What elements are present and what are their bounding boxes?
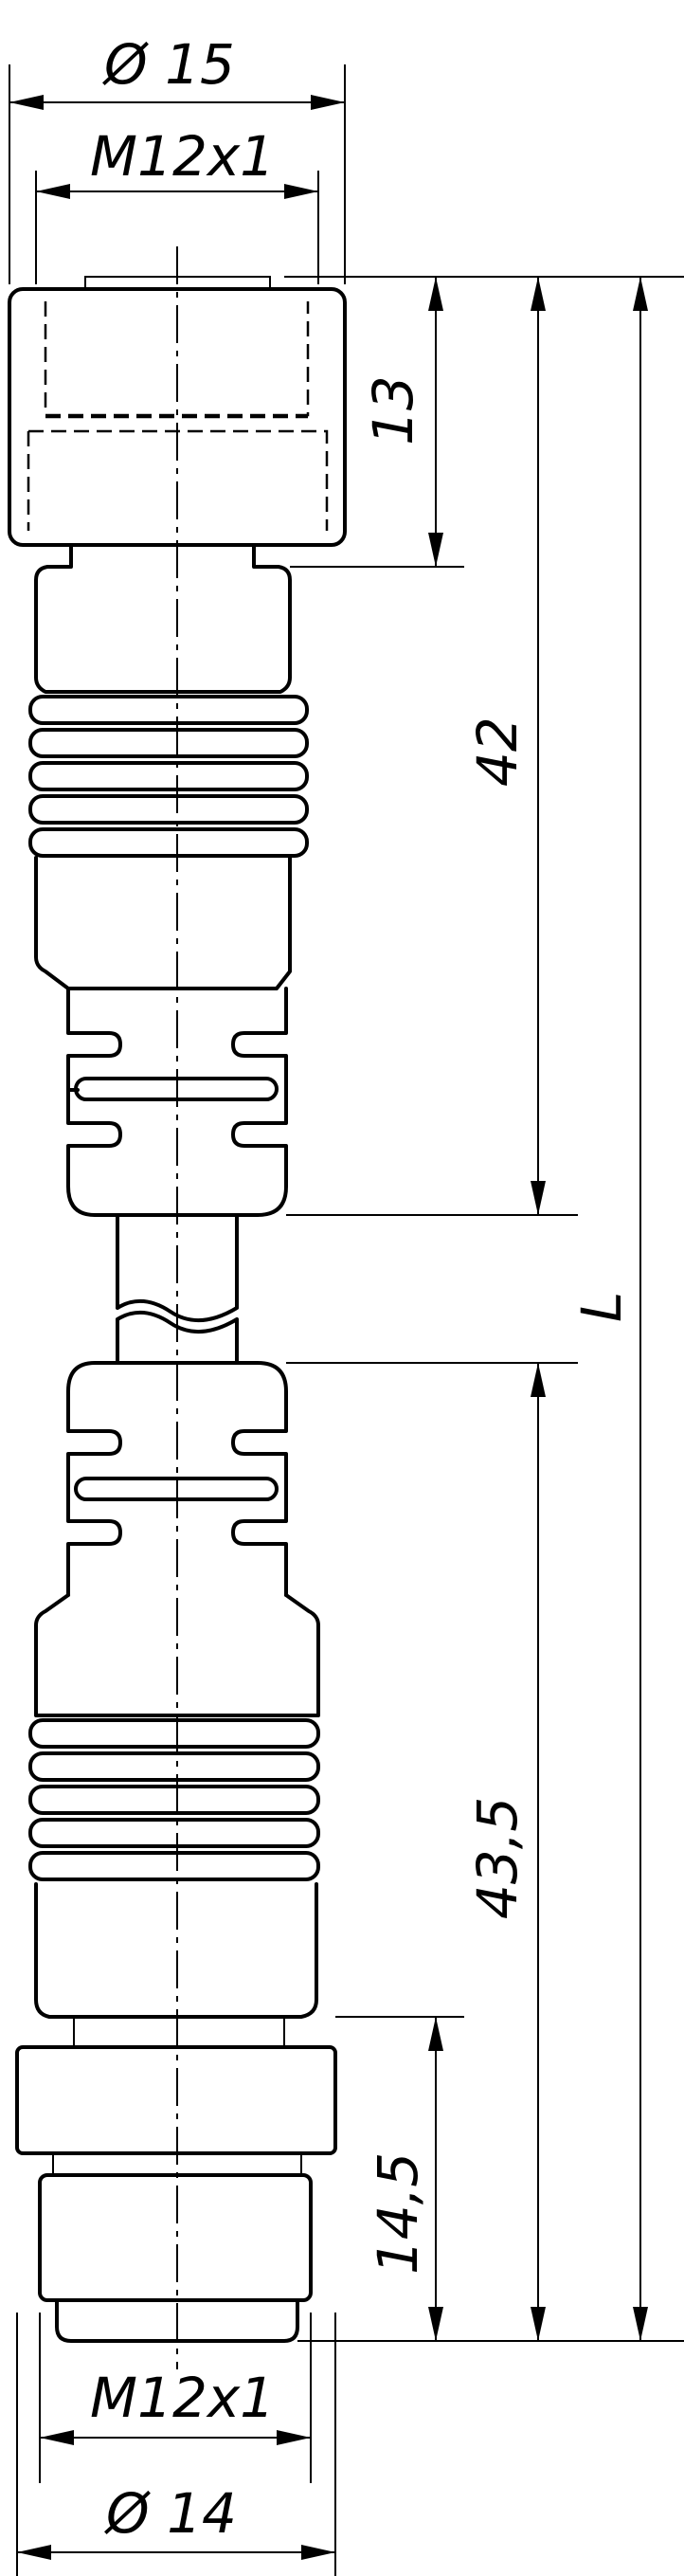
cable-sheath <box>116 1213 239 1365</box>
dim-top-height: 13 <box>361 277 443 567</box>
bottom-lower-body <box>34 1882 318 2019</box>
top-thread-label: M12x1 <box>90 124 275 189</box>
bottom-upper-body <box>34 1593 320 1717</box>
dim-bottom-height: 14,5 <box>366 2017 443 2341</box>
upper-length-label: 42 <box>465 717 530 787</box>
dim-lower-length: 43,5 <box>465 1363 546 2341</box>
dim-total-length: L <box>569 277 648 2341</box>
top-body <box>34 543 292 694</box>
dim-top-thread: M12x1 <box>36 124 318 199</box>
top-lower-body <box>34 856 292 990</box>
dim-bottom-thread: M12x1 <box>40 2366 311 2445</box>
bottom-height-label: 14,5 <box>366 2152 430 2275</box>
dim-upper-length: 42 <box>465 277 546 1215</box>
bottom-grip-rings <box>28 1718 320 1881</box>
extension-lines <box>9 64 684 2576</box>
cable <box>116 1213 239 1365</box>
dim-bottom-diameter: Ø 14 <box>17 2481 335 2560</box>
dim-top-diameter: Ø 15 <box>9 32 345 110</box>
top-height-label: 13 <box>361 375 425 445</box>
bottom-thread-step <box>52 2153 302 2175</box>
lower-length-label: 43,5 <box>465 1797 530 1919</box>
bottom-nut-neck <box>73 2017 285 2047</box>
top-strain-relief <box>66 987 288 1217</box>
total-length-label: L <box>569 1292 634 1322</box>
bottom-thread-label: M12x1 <box>90 2366 275 2430</box>
top-diameter-label: Ø 15 <box>102 32 235 97</box>
top-grip-rings <box>28 695 309 858</box>
bottom-diameter-label: Ø 14 <box>104 2481 237 2546</box>
bottom-strain-relief <box>66 1361 288 1597</box>
bottom-thread-housing <box>38 2173 313 2302</box>
